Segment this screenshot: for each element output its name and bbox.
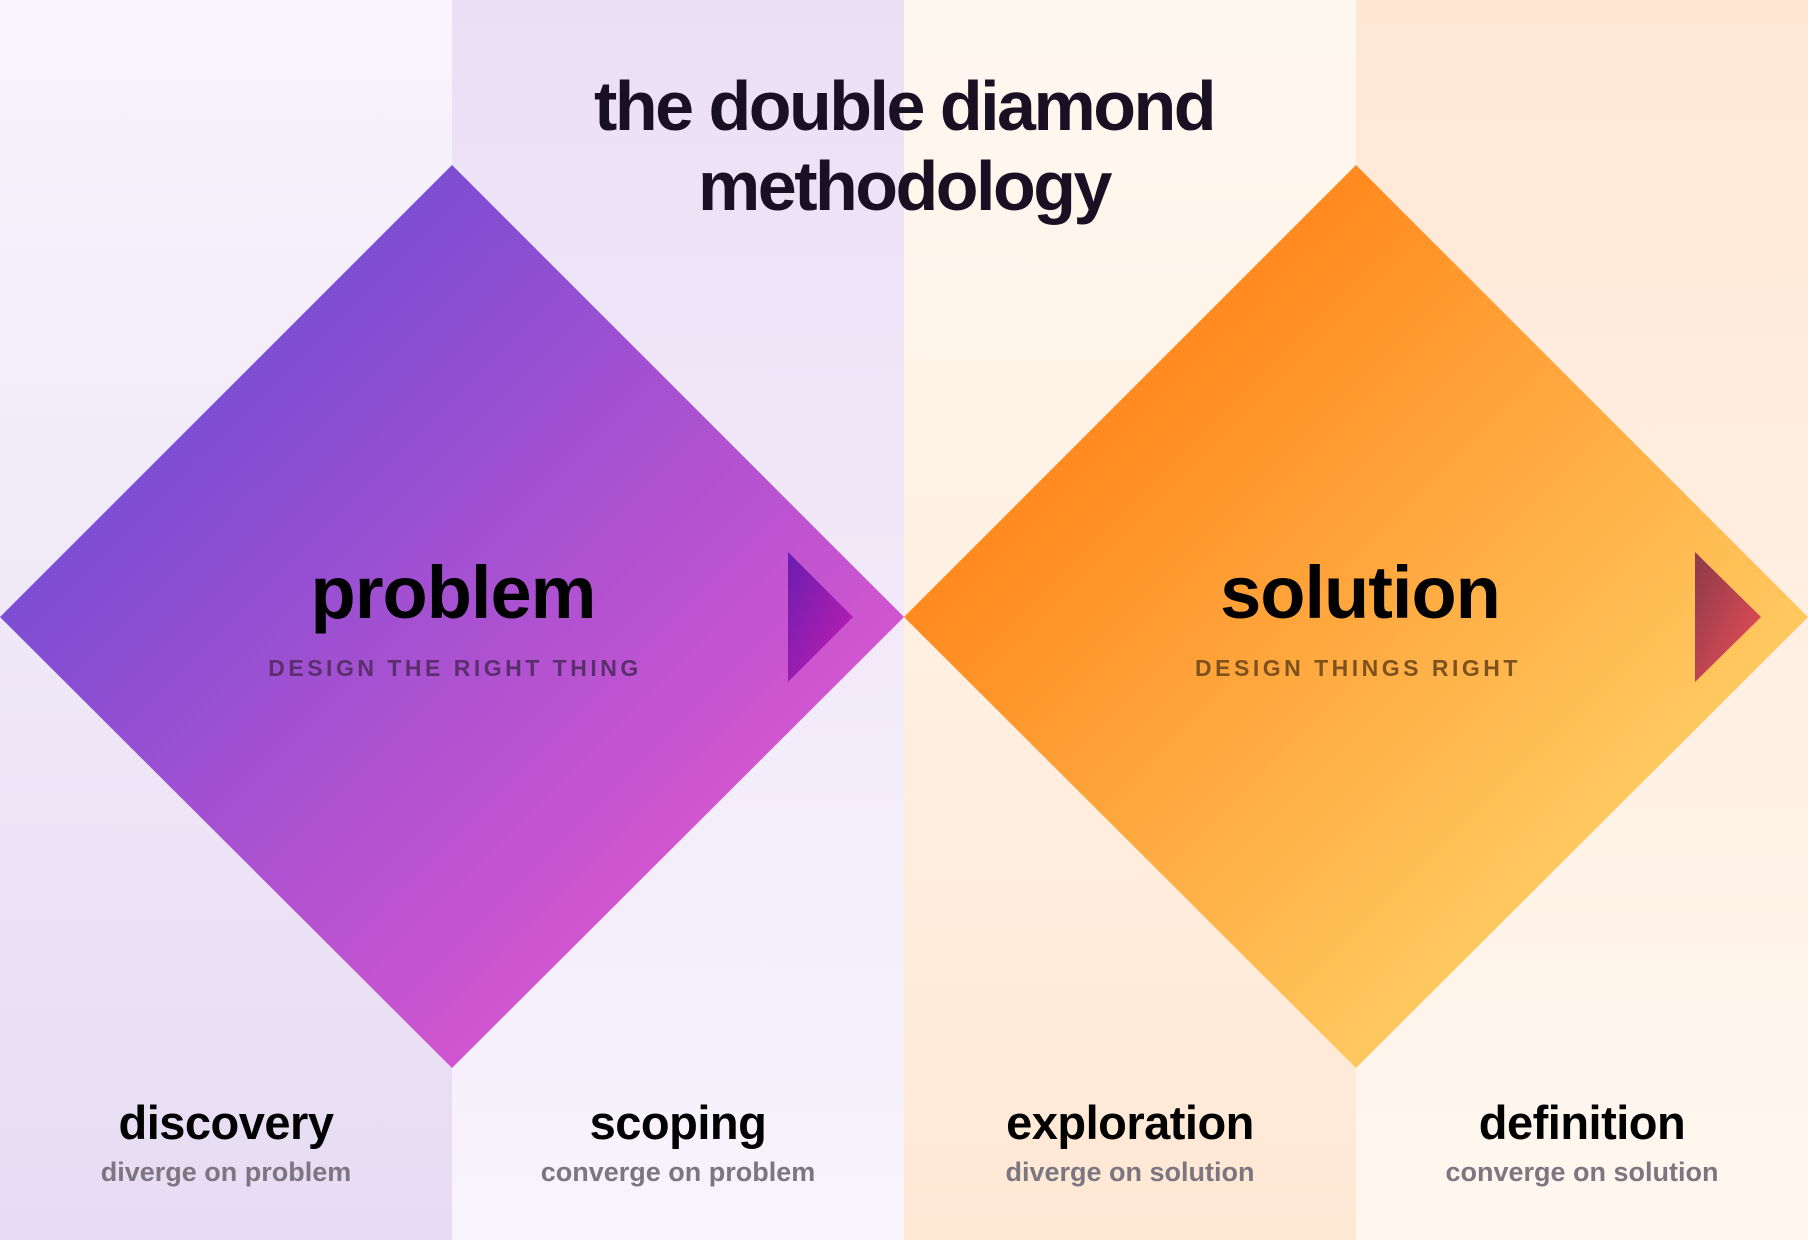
solution-tagline: DESIGN THINGS RIGHT — [1195, 655, 1521, 681]
title-line-1: the double diamond — [594, 67, 1216, 145]
stage-desc: diverge on solution — [1005, 1157, 1255, 1187]
solution-diamond — [904, 165, 1808, 1068]
stage-definition: definition converge on solution — [1356, 1095, 1808, 1188]
problem-tagline: DESIGN THE RIGHT THING — [268, 655, 642, 681]
stage-name: definition — [1478, 1096, 1686, 1149]
stage-exploration: exploration diverge on solution — [904, 1095, 1356, 1188]
solution-arrow-icon — [1695, 552, 1761, 682]
page-title: the double diamond methodology — [0, 66, 1808, 226]
stage-scoping: scoping converge on problem — [452, 1095, 904, 1188]
problem-label: problem — [310, 551, 597, 634]
title-line-2: methodology — [698, 147, 1112, 225]
stage-desc: converge on problem — [540, 1157, 816, 1187]
stage-desc: diverge on problem — [100, 1157, 352, 1187]
problem-diamond — [0, 165, 904, 1068]
stage-name: exploration — [1006, 1096, 1254, 1149]
stage-discovery: discovery diverge on problem — [0, 1095, 452, 1188]
stage-name: discovery — [118, 1096, 334, 1149]
solution-label: solution — [1220, 551, 1501, 634]
stage-name: scoping — [589, 1096, 767, 1149]
problem-arrow-icon — [788, 552, 853, 682]
stage-desc: converge on solution — [1445, 1157, 1719, 1187]
